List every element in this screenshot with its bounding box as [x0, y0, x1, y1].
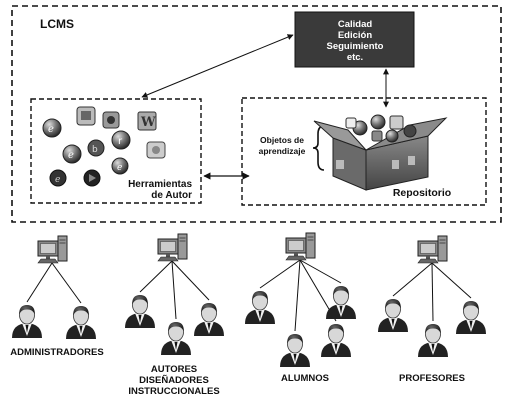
computer-icon — [157, 233, 188, 262]
quality-box-text-line: Edición — [338, 30, 373, 41]
connection-line — [171, 260, 210, 301]
connection-line — [259, 259, 301, 289]
authoring-tools-label-line: Herramientas — [128, 179, 192, 190]
tool-icon: b — [87, 139, 105, 157]
person-icon — [320, 323, 352, 358]
svg-text:r: r — [118, 136, 123, 147]
tool-icon — [76, 106, 96, 126]
user-groups: ADMINISTRADORES AUTORESDISEÑADORESINSTRUC… — [10, 232, 487, 397]
tool-icon: W — [137, 111, 157, 131]
quality-box-text-line: Calidad — [338, 19, 373, 30]
svg-text:e: e — [48, 124, 54, 135]
computer-icon — [37, 235, 68, 264]
lcms-label: LCMS — [40, 17, 74, 31]
tool-icon: r — [111, 130, 131, 150]
objects-brace — [312, 125, 325, 171]
person-icon — [193, 302, 225, 337]
svg-text:b: b — [92, 145, 98, 155]
authoring-tools-label-line: de Autor — [151, 190, 192, 201]
group-label: PROFESORES — [399, 373, 465, 384]
tool-icon: e — [42, 118, 62, 138]
tool-icon — [146, 141, 166, 159]
group-label: ADMINISTRADORES — [10, 347, 103, 358]
tool-icon: e — [62, 144, 82, 164]
group-label: AUTORES — [151, 364, 197, 375]
person-icon — [279, 333, 311, 368]
lcms-box — [11, 5, 502, 223]
group-label: DISEÑADORES — [139, 375, 209, 386]
group-label: INSTRUCCIONALES — [128, 386, 219, 397]
computer-icon — [285, 232, 316, 261]
person-icon — [160, 321, 192, 356]
authoring-tools-box — [30, 98, 202, 204]
group-label: ALUMNOS — [281, 373, 329, 384]
svg-text:W: W — [140, 115, 156, 130]
person-icon — [325, 285, 357, 320]
authoring-tools-icons: e W e b r e e — [42, 106, 166, 187]
connection-line — [431, 262, 472, 299]
svg-text:e: e — [117, 163, 122, 173]
repository-label: Repositorio — [393, 187, 451, 199]
computer-icon — [417, 235, 448, 264]
quality-box-text-line: etc. — [347, 52, 363, 63]
connection-line — [51, 262, 82, 304]
connection-line — [26, 262, 53, 303]
tool-icon: e — [111, 157, 129, 175]
person-icon — [124, 294, 156, 329]
person-icon — [244, 290, 276, 325]
tool-icon — [102, 111, 120, 129]
person-icon — [11, 304, 43, 339]
learning-objects-label-line: Objetos de — [260, 135, 304, 145]
repository-box-icon — [313, 114, 448, 191]
group-alumnos: ALUMNOS — [244, 232, 357, 384]
connection-line — [294, 259, 301, 332]
person-icon — [455, 300, 487, 335]
quality-box — [294, 11, 415, 68]
group-profesores: PROFESORES — [377, 235, 487, 384]
connection-line — [171, 260, 177, 320]
svg-text:e: e — [55, 175, 60, 185]
connection-line — [139, 260, 173, 293]
person-icon — [65, 305, 97, 340]
connection-line — [299, 259, 342, 284]
svg-text:e: e — [68, 150, 74, 161]
repository-box — [241, 97, 487, 206]
quality-box-text-line: Seguimiento — [326, 41, 383, 52]
arrow-quality-tools — [141, 34, 294, 98]
tool-icon: e — [49, 169, 67, 187]
person-icon — [417, 323, 449, 358]
connection-line — [431, 262, 434, 322]
group-administradores: ADMINISTRADORES — [10, 235, 104, 358]
connection-line — [392, 262, 433, 297]
tool-icon — [83, 169, 101, 187]
learning-objects-label-line: aprendizaje — [259, 146, 306, 156]
person-icon — [377, 298, 409, 333]
